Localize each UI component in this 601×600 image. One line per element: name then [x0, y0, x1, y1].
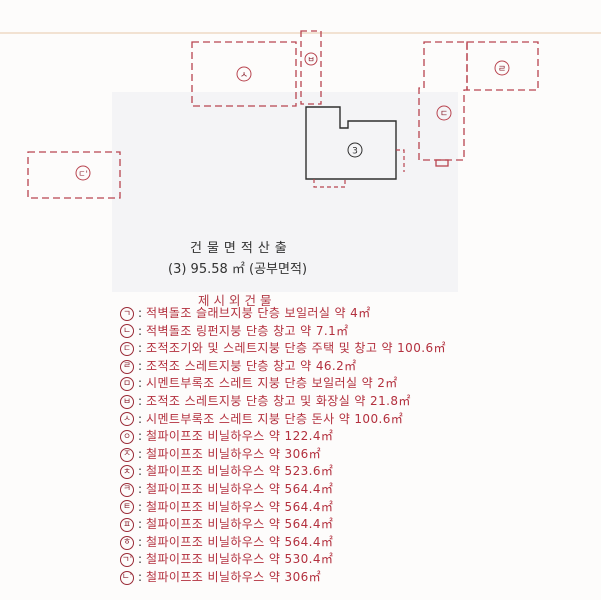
list-item: ㄱ':철파이프조 비닐하우스 약 530.4㎡	[120, 551, 446, 569]
item-text: 조적조 스레트지붕 단층 창고 약 46.2㎡	[146, 358, 357, 373]
marker-circle: ㄱ	[120, 306, 134, 321]
marker-circle: ㄹ	[120, 359, 134, 374]
list-item: ㅌ:철파이프조 비닐하우스 약 564.4㎡	[120, 499, 446, 517]
colon: :	[138, 481, 143, 496]
colon: :	[138, 569, 143, 584]
building-b	[300, 30, 322, 105]
building-r	[466, 41, 539, 91]
marker-circle: ㅍ	[120, 517, 134, 532]
main-building-label: 3	[352, 147, 358, 157]
building-s	[191, 41, 297, 107]
colon: :	[138, 306, 143, 320]
area-value: (3) 95.58 ㎡ (공부면적)	[168, 262, 308, 277]
marker-circle: ㅇ	[120, 429, 134, 444]
marker-circle: ㄱ'	[120, 553, 134, 568]
list-item: ㅎ:철파이프조 비닐하우스 약 564.4㎡	[120, 534, 446, 552]
item-text: 적벽돌조 슬래브지붕 단층 보일러실 약 4㎡	[146, 306, 371, 320]
site-plan: ㅅ ㅂ ㄹ ㄷ 3 ㄷ'	[0, 30, 601, 199]
colon: :	[138, 358, 143, 373]
marker-circle: ㅁ	[120, 377, 134, 392]
list-item: ㅁ:시멘트부록조 스레트 지붕 단층 보일러실 약 2㎡	[120, 375, 446, 393]
colon: :	[138, 552, 143, 567]
marker-circle: ㅌ	[120, 500, 134, 515]
item-text: 철파이프조 비닐하우스 약 564.4㎡	[146, 534, 334, 549]
colon: :	[138, 429, 143, 444]
marker-circle: ㅊ	[120, 465, 134, 480]
building-b-marker	[304, 52, 318, 66]
colon: :	[138, 376, 143, 391]
marker-circle: ㄴ	[120, 324, 134, 339]
building-dp	[27, 151, 121, 199]
colon: :	[138, 517, 143, 532]
item-text: 철파이프조 비닐하우스 약 306㎡	[146, 446, 322, 461]
colon: :	[138, 341, 143, 356]
building-r-label: ㄹ	[498, 65, 506, 75]
item-text: 철파이프조 비닐하우스 약 306㎡	[146, 569, 322, 584]
marker-circle: ㄴ'	[120, 570, 134, 585]
colon: :	[138, 446, 143, 461]
item-text: 철파이프조 비닐하우스 약 523.6㎡	[146, 464, 334, 479]
item-text: 시멘트부록조 스레트 지붕 단층 보일러실 약 2㎡	[146, 376, 398, 391]
colon: :	[138, 411, 143, 426]
marker-circle: ㅂ	[120, 394, 134, 409]
list-item: ㅅ:시멘트부록조 스레트 지붕 단층 돈사 약 100.6㎡	[120, 411, 446, 429]
list-item: ㅈ:철파이프조 비닐하우스 약 306㎡	[120, 446, 446, 464]
item-text: 철파이프조 비닐하우스 약 564.4㎡	[146, 499, 334, 514]
colon: :	[138, 464, 143, 479]
excluded-list: ㄱ:적벽돌조 슬래브지붕 단층 보일러실 약 4㎡ ㄴ:적벽돌조 링펀지붕 단층…	[120, 305, 446, 587]
colon: :	[138, 393, 143, 408]
marker-circle: ㅅ	[120, 412, 134, 427]
item-text: 철파이프조 비닐하우스 약 122.4㎡	[146, 429, 334, 444]
list-item: ㅇ:철파이프조 비닐하우스 약 122.4㎡	[120, 428, 446, 446]
item-text: 철파이프조 비닐하우스 약 564.4㎡	[146, 481, 334, 496]
colon: :	[138, 534, 143, 549]
building-dp-label: ㄷ'	[78, 170, 88, 179]
item-text: 조적조 스레트지붕 단층 창고 및 화장실 약 21.8㎡	[146, 393, 411, 408]
colon: :	[138, 323, 143, 338]
list-item: ㄱ:적벽돌조 슬래브지붕 단층 보일러실 약 4㎡	[120, 305, 446, 323]
building-d	[418, 41, 468, 167]
list-item: ㄹ:조적조 스레트지붕 단층 창고 약 46.2㎡	[120, 358, 446, 376]
list-item: ㅂ:조적조 스레트지붕 단층 창고 및 화장실 약 21.8㎡	[120, 393, 446, 411]
list-item: ㅊ:철파이프조 비닐하우스 약 523.6㎡	[120, 463, 446, 481]
main-building-annex	[313, 149, 405, 188]
marker-circle: ㄷ	[120, 341, 134, 356]
item-text: 시멘트부록조 스레트 지붕 단층 돈사 약 100.6㎡	[146, 411, 404, 426]
list-item: ㅍ:철파이프조 비닐하우스 약 564.4㎡	[120, 516, 446, 534]
building-s-label: ㅅ	[240, 71, 248, 81]
marker-circle: ㅎ	[120, 535, 134, 550]
list-item: ㅋ:철파이프조 비닐하우스 약 564.4㎡	[120, 481, 446, 499]
building-dp-marker	[75, 165, 91, 181]
building-d-label: ㄷ	[440, 110, 448, 120]
list-item: ㄴ:적벽돌조 링펀지붕 단층 창고 약 7.1㎡	[120, 323, 446, 341]
building-b-label: ㅂ	[307, 55, 314, 64]
main-building	[305, 106, 397, 180]
building-d-marker	[436, 105, 452, 121]
item-text: 철파이프조 비닐하우스 약 564.4㎡	[146, 517, 334, 532]
building-s-marker	[236, 66, 252, 82]
item-text: 철파이프조 비닐하우스 약 530.4㎡	[146, 552, 334, 567]
plan-background	[112, 92, 458, 292]
list-item: ㄴ':철파이프조 비닐하우스 약 306㎡	[120, 569, 446, 587]
colon: :	[138, 499, 143, 514]
excluded-title: 제시외건물	[198, 293, 276, 308]
marker-circle: ㅈ	[120, 447, 134, 462]
item-text: 조적조기와 및 스레트지붕 단층 주택 및 창고 약 100.6㎡	[146, 341, 446, 356]
list-item: ㄷ:조적조기와 및 스레트지붕 단층 주택 및 창고 약 100.6㎡	[120, 340, 446, 358]
item-text: 적벽돌조 링펀지붕 단층 창고 약 7.1㎡	[146, 323, 349, 338]
area-title: 건물면적산출	[190, 241, 292, 256]
building-r-marker	[494, 60, 510, 76]
main-building-marker	[347, 142, 363, 158]
marker-circle: ㅋ	[120, 482, 134, 497]
